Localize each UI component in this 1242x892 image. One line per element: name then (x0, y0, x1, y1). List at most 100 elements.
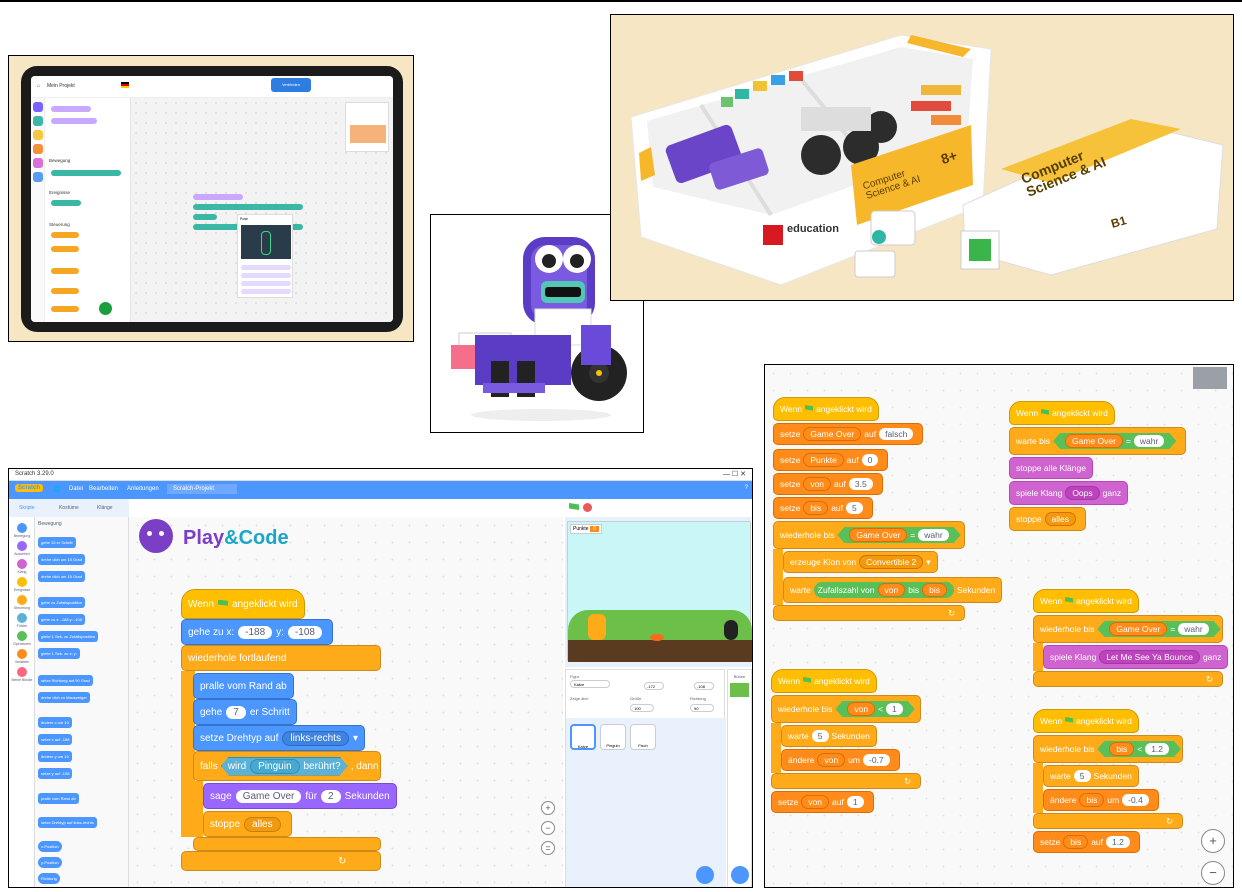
connect-button[interactable]: Verbinden (271, 78, 311, 92)
category-events[interactable] (17, 577, 27, 587)
direction-input[interactable]: 90 (690, 704, 714, 712)
palette-block[interactable]: gehe 10 er Schritt (38, 537, 76, 548)
category-control[interactable] (17, 595, 27, 605)
palette-block[interactable]: ändere y um 10 (38, 751, 72, 762)
zoom-out-button[interactable]: − (1201, 861, 1225, 885)
palette-block[interactable]: gehe zu Zufallsposition (38, 597, 85, 608)
window-controls[interactable]: — ☐ ✕ (722, 471, 746, 478)
category-my-blocks[interactable] (17, 667, 27, 677)
palette-block[interactable]: ändere x um 10 (38, 717, 72, 728)
stage[interactable]: Punkte 0 (565, 517, 752, 667)
green-flag-button[interactable] (569, 503, 579, 510)
sprite-name-input[interactable]: Katze (570, 680, 610, 688)
menu-edit[interactable]: Bearbeiten (89, 486, 119, 492)
help-icon[interactable]: ? (744, 485, 748, 491)
palette-block[interactable]: setze Richtung auf 90 Grad (38, 675, 93, 686)
palette-reporter[interactable]: y-Position (38, 857, 62, 868)
size-input[interactable]: 100 (630, 704, 654, 712)
palette-block[interactable]: gehe zu x: -188 y: -108 (38, 614, 85, 625)
tab-costumes[interactable]: Kostüme (59, 505, 79, 511)
y-input[interactable]: -108 (694, 682, 714, 690)
palette-block[interactable]: gleite 1 Sek. zu Zufallsposition (38, 631, 99, 642)
fish-sprite[interactable] (650, 634, 664, 641)
tutorials-link[interactable]: Anleitungen (127, 486, 159, 492)
stop-sounds-block[interactable]: stoppe alle Klänge (1009, 457, 1093, 479)
zoom-in-button[interactable]: + (541, 801, 555, 815)
cat-sprite[interactable] (588, 614, 606, 640)
penguin-sprite[interactable] (724, 620, 738, 640)
palette-block[interactable]: drehe dich zu Mauszeiger (38, 692, 90, 703)
palette-block[interactable]: pralle vom Rand ab (38, 793, 79, 804)
zoom-in-button[interactable]: + (1201, 829, 1225, 853)
globe-icon[interactable]: 🌐 (53, 487, 61, 493)
tab-sounds[interactable]: Klänge (97, 505, 113, 511)
palette-block[interactable]: setze Drehtyp auf links-rechts (38, 817, 97, 828)
palette-block[interactable]: setze x auf -188 (38, 734, 73, 745)
stop-button[interactable] (583, 503, 592, 512)
category-looks[interactable] (17, 541, 27, 551)
palette-block[interactable]: drehe dich um 15 Grad (38, 554, 85, 565)
category-operators[interactable] (17, 631, 27, 641)
flag-de-icon[interactable] (121, 82, 129, 88)
project-name[interactable]: Mein Projekt (47, 83, 75, 89)
add-sprite-button[interactable] (696, 866, 714, 884)
palette-block[interactable]: setze y auf -108 (38, 768, 73, 779)
forever-block[interactable]: wiederhole fortlaufend (181, 645, 381, 671)
project-title-input[interactable]: Scratch-Projekt (167, 484, 237, 494)
palette-reporter[interactable]: x-Position (38, 841, 62, 852)
home-icon[interactable]: ⌂ (37, 83, 41, 89)
sprite-thumb-katze[interactable]: Katze (570, 724, 596, 750)
category-variables[interactable] (17, 649, 27, 659)
scratch-logo[interactable]: Scratch (15, 484, 44, 492)
zoom-out-button[interactable]: − (541, 821, 555, 835)
category-sound[interactable] (17, 559, 27, 569)
stage-canvas[interactable]: Punkte 0 (567, 521, 752, 662)
sprite-thumb-pinguin[interactable]: Pinguin (600, 724, 626, 750)
stage-panel[interactable]: Bühne (727, 669, 752, 887)
category-sensing[interactable] (17, 613, 27, 623)
run-button[interactable] (99, 302, 112, 315)
x-input[interactable]: -172 (644, 682, 664, 690)
zoom-reset-button[interactable]: = (541, 841, 555, 855)
bounce-block[interactable]: pralle vom Rand ab (193, 673, 294, 699)
menu-file[interactable]: Datei (69, 486, 84, 492)
add-backdrop-button[interactable] (731, 866, 749, 884)
palette-block[interactable]: gleite 1 Sek. zu x: y: (38, 648, 80, 659)
palette-block[interactable]: drehe dich um 15 Grad (38, 571, 85, 582)
code-canvas[interactable] (131, 98, 393, 322)
palette-reporter[interactable]: Richtung (38, 873, 60, 884)
